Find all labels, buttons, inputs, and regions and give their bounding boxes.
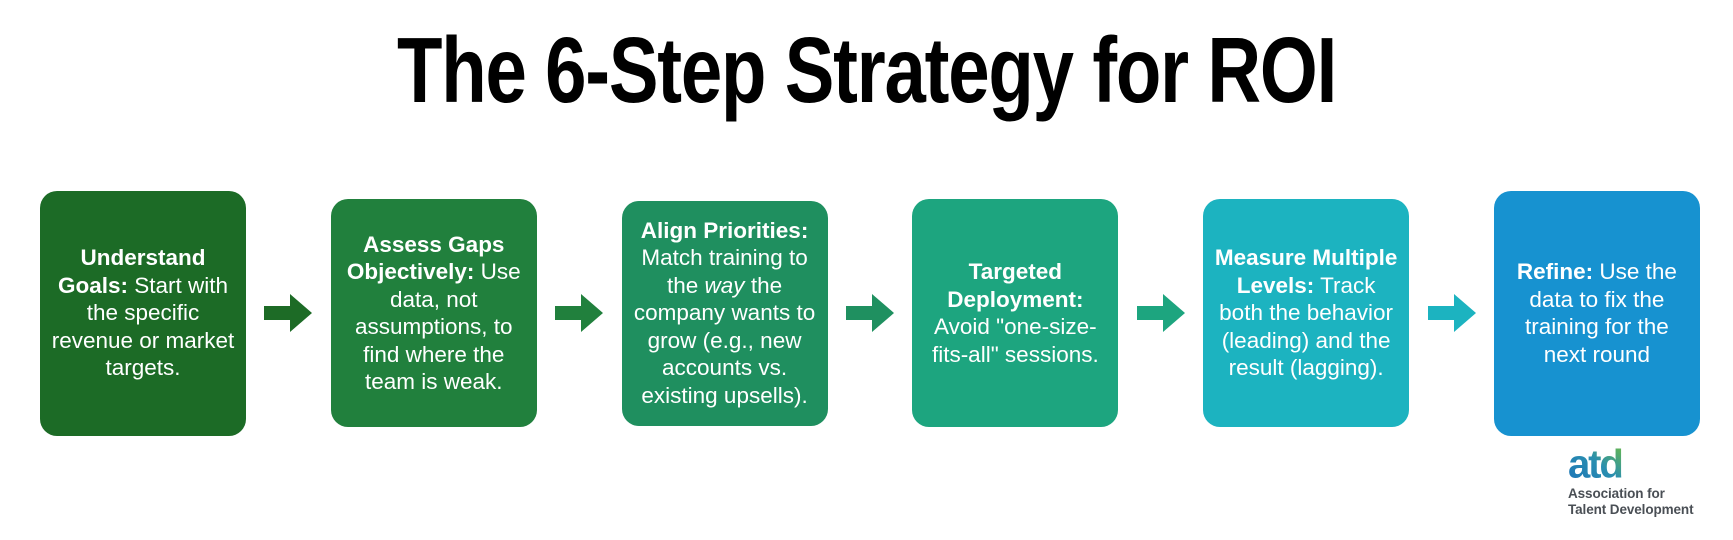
step-6-text: Refine: Use the data to fix the training… — [1504, 258, 1690, 368]
svg-text:atd: atd — [1568, 446, 1622, 484]
step-3-body-pre: Match training to the — [641, 245, 808, 298]
step-6-body: Use the data to fix the training for the… — [1524, 259, 1677, 367]
step-4-lead: Targeted Deployment: — [947, 259, 1084, 312]
step-5-lead: Measure Multiple Levels: — [1214, 245, 1398, 298]
process-flow: Understand Goals: Start with the specifi… — [40, 188, 1700, 438]
atd-tagline-line1: Association for — [1568, 486, 1665, 501]
step-2-body: Use data, not assumptions, to find where… — [354, 259, 521, 394]
step-box-5[interactable]: Measure Multiple Levels: Track both the … — [1203, 199, 1410, 427]
arrow-5-6 — [1422, 285, 1482, 341]
step-3-body-post: the company wants to grow (e.g., new acc… — [633, 272, 816, 408]
right-arrow-icon — [555, 294, 604, 332]
step-6-lead: Refine: — [1516, 259, 1594, 284]
step-1-lead: Understand Goals: — [57, 245, 206, 298]
step-1-body: Start with the specific revenue or marke… — [51, 272, 235, 381]
right-arrow-icon — [1427, 294, 1476, 332]
atd-logo-tagline: Association for Talent Development — [1568, 486, 1708, 517]
right-arrow-icon — [1136, 294, 1185, 332]
step-3-text: Align Priorities: Match training to the … — [632, 217, 818, 410]
step-4-body: Avoid "one-size-fits-all" sessions. — [931, 314, 1099, 367]
arrow-1-2 — [258, 285, 318, 341]
step-2-text: Assess Gaps Objectively: Use data, not a… — [341, 231, 527, 396]
step-4-text: Targeted Deployment: Avoid "one-size-fit… — [922, 258, 1108, 368]
step-3-lead: Align Priorities: — [640, 217, 809, 243]
arrow-4-5 — [1131, 285, 1191, 341]
page-title: The 6-Step Strategy for ROI — [396, 18, 1337, 122]
step-5-text: Measure Multiple Levels: Track both the … — [1213, 244, 1399, 382]
arrow-2-3 — [549, 285, 609, 341]
atd-wordmark-icon: atd — [1568, 446, 1624, 484]
atd-tagline-line2: Talent Development — [1568, 501, 1694, 517]
step-1-text: Understand Goals: Start with the specifi… — [50, 244, 236, 382]
step-box-4[interactable]: Targeted Deployment: Avoid "one-size-fit… — [912, 199, 1119, 427]
step-2-lead: Assess Gaps Objectively: — [346, 231, 505, 285]
atd-logo: atd Association for Talent Development — [1568, 446, 1708, 520]
step-box-3[interactable]: Align Priorities: Match training to the … — [621, 200, 828, 426]
step-box-6[interactable]: Refine: Use the data to fix the training… — [1493, 190, 1700, 436]
step-3-body-italic: way — [704, 272, 745, 298]
arrow-3-4 — [840, 285, 900, 341]
step-box-1[interactable]: Understand Goals: Start with the specifi… — [40, 190, 246, 436]
step-5-body: Track both the behavior (leading) and th… — [1219, 272, 1394, 381]
right-arrow-icon — [845, 294, 894, 332]
step-box-2[interactable]: Assess Gaps Objectively: Use data, not a… — [330, 199, 537, 427]
right-arrow-icon — [264, 294, 313, 332]
